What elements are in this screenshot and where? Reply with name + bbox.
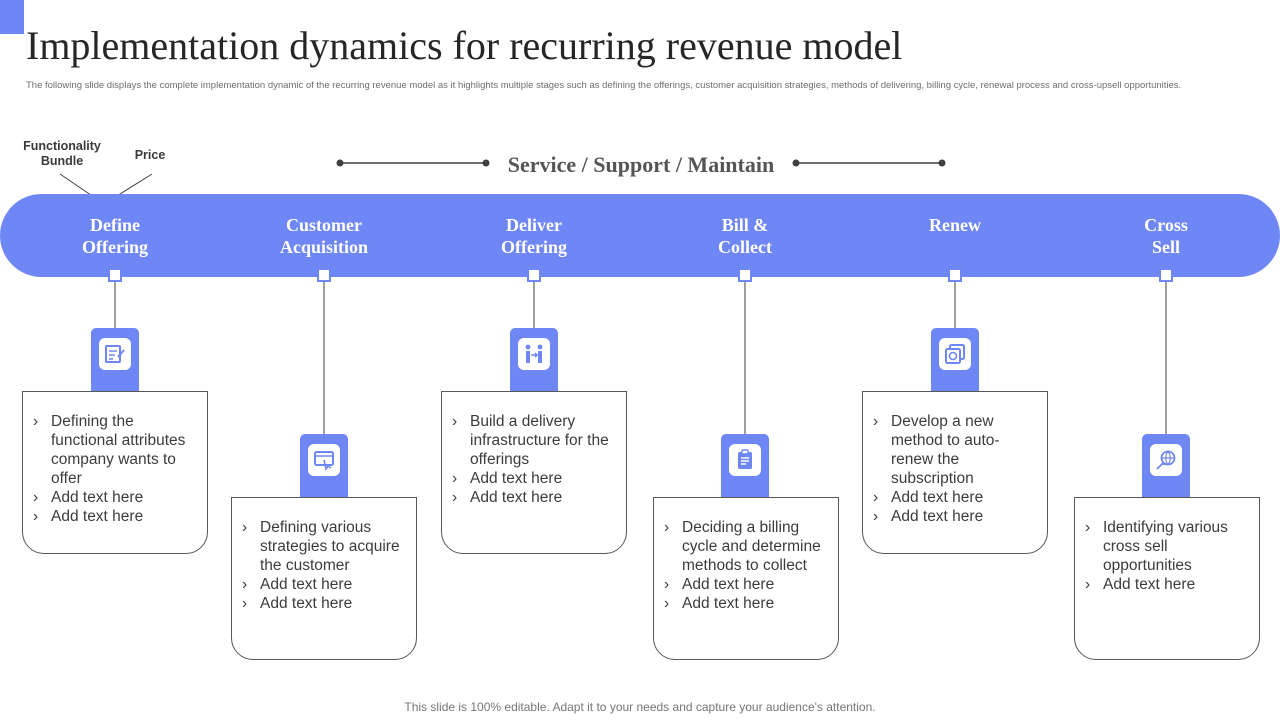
list-item: Add text here <box>1085 575 1249 594</box>
bullet-list: Deciding a billing cycle and determine m… <box>664 518 828 613</box>
list-item: Add text here <box>452 469 616 488</box>
footer-note: This slide is 100% editable. Adapt it to… <box>404 700 876 714</box>
service-dot <box>336 159 344 167</box>
list-item: Add text here <box>873 488 1037 507</box>
price-label: Price <box>134 148 166 162</box>
list-item: Add text here <box>33 488 197 507</box>
stage-label-cross-sell: Cross Sell <box>1076 214 1256 258</box>
stage-marker <box>948 268 962 282</box>
stage-icon-tab <box>510 328 558 392</box>
stage-label-line: Collect <box>718 237 772 257</box>
service-dot <box>792 159 800 167</box>
stage-label-line: Acquisition <box>279 237 369 257</box>
corner-accent <box>0 0 24 34</box>
stage-label-customer-acquisition: Customer Acquisition <box>234 214 414 258</box>
list-item: Build a delivery infrastructure for the … <box>452 412 616 469</box>
page-subtitle: The following slide displays the complet… <box>26 80 1182 91</box>
stage-icon-tab <box>300 434 348 498</box>
stage-marker <box>1159 268 1173 282</box>
functionality-bundle-label: Functionality Bundle <box>23 139 101 168</box>
stage-box-deliver-offering: Build a delivery infrastructure for the … <box>441 391 627 554</box>
stage-box-bill-collect: Deciding a billing cycle and determine m… <box>653 497 839 660</box>
people-delivery-icon <box>518 338 550 370</box>
stage-box-customer-acquisition: Defining various strategies to acquire t… <box>231 497 417 660</box>
stage-label-line: Offering <box>501 237 567 257</box>
bullet-list: Build a delivery infrastructure for the … <box>452 412 616 507</box>
list-item: Defining various strategies to acquire t… <box>242 518 406 575</box>
clipboard-invoice-icon <box>729 444 761 476</box>
stage-label-bill-collect: Bill & Collect <box>655 214 835 258</box>
list-item: Add text here <box>664 594 828 613</box>
cross-sell-globe-icon <box>1150 444 1182 476</box>
stage-label-line: Deliver <box>506 215 562 235</box>
stage-box-define-offering: Defining the functional attributes compa… <box>22 391 208 554</box>
stage-icon-tab <box>721 434 769 498</box>
stage-marker <box>317 268 331 282</box>
list-item: Add text here <box>873 507 1037 526</box>
stage-label-line: Define <box>90 215 140 235</box>
list-item: Identifying various cross sell opportuni… <box>1085 518 1249 575</box>
bullet-list: Identifying various cross sell opportuni… <box>1085 518 1249 594</box>
list-item: Deciding a billing cycle and determine m… <box>664 518 828 575</box>
service-dot <box>938 159 946 167</box>
stage-icon-tab <box>1142 434 1190 498</box>
list-item: Add text here <box>452 488 616 507</box>
page-title: Implementation dynamics for recurring re… <box>26 23 903 68</box>
service-support-maintain-label: Service / Support / Maintain <box>507 152 775 177</box>
stage-label-line: Cross <box>1144 215 1188 235</box>
renew-cycle-icon <box>939 338 971 370</box>
stages-band <box>0 194 1280 277</box>
stage-label-line: Bill & <box>721 215 769 235</box>
bullet-list: Defining the functional attributes compa… <box>33 412 197 526</box>
list-item: Defining the functional attributes compa… <box>33 412 197 488</box>
stage-label-line: Sell <box>1151 237 1180 257</box>
browser-cursor-icon <box>308 444 340 476</box>
service-dot <box>482 159 490 167</box>
list-item: Add text here <box>242 594 406 613</box>
list-item: Develop a new method to auto-renew the s… <box>873 412 1037 488</box>
stage-label-deliver-offering: Deliver Offering <box>444 214 624 258</box>
checklist-board-icon <box>99 338 131 370</box>
stage-marker <box>527 268 541 282</box>
stage-label-line: Renew <box>929 215 981 235</box>
list-item: Add text here <box>664 575 828 594</box>
stage-marker <box>738 268 752 282</box>
stage-label-line: Customer <box>286 215 362 235</box>
stage-label-define-offering: Define Offering <box>25 214 205 258</box>
stage-label-line: Offering <box>82 237 148 257</box>
bullet-list: Defining various strategies to acquire t… <box>242 518 406 613</box>
list-item: Add text here <box>242 575 406 594</box>
list-item: Add text here <box>33 507 197 526</box>
bullet-list: Develop a new method to auto-renew the s… <box>873 412 1037 526</box>
stage-marker <box>108 268 122 282</box>
stage-box-renew: Develop a new method to auto-renew the s… <box>862 391 1048 554</box>
stage-icon-tab <box>931 328 979 392</box>
stage-box-cross-sell: Identifying various cross sell opportuni… <box>1074 497 1260 660</box>
stage-label-renew: Renew <box>865 214 1045 236</box>
stage-icon-tab <box>91 328 139 392</box>
